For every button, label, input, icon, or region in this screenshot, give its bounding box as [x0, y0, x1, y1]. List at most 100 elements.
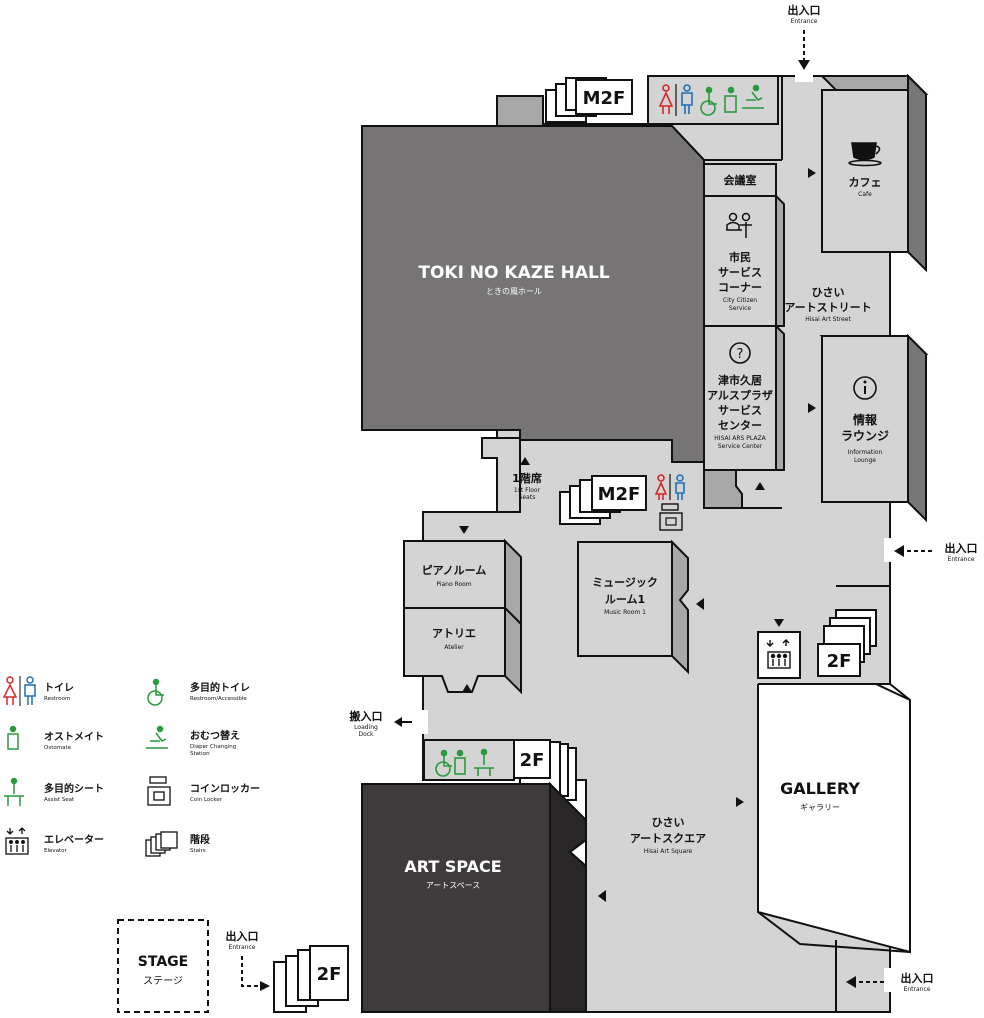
service-center-line1: 津市久居	[718, 373, 762, 387]
art-space[interactable]	[361, 783, 551, 1013]
top-entrance-label: 出入口	[788, 3, 821, 17]
atelier-name: アトリエ	[432, 627, 476, 640]
gallery-arrow	[736, 797, 744, 807]
cafe[interactable]	[821, 89, 909, 253]
legend-0-ja: トイレ	[44, 682, 74, 694]
bottom-entrance-sub: Entrance	[904, 986, 931, 993]
stairs-2f-stage[interactable]: 2F	[273, 945, 349, 1013]
gallery-name: GALLERY	[780, 779, 860, 798]
square-sub: Hisai Art Square	[644, 848, 693, 855]
legend-4-ja: 多目的トイレ	[190, 681, 250, 694]
hall-seat-notch	[481, 437, 521, 513]
stage-sub: ステージ	[143, 976, 183, 987]
legend-3-en: Elevator	[44, 848, 68, 854]
music-line2: ルーム1	[605, 593, 645, 606]
art-space-name: ART SPACE	[404, 857, 501, 876]
legend-5-en: Diaper Changing	[190, 744, 236, 750]
legend-elevator-icon	[5, 827, 29, 855]
stairs-2f-stage-label: 2F	[317, 964, 342, 985]
stage[interactable]	[117, 919, 209, 1013]
street-sub: Hisai Art Street	[805, 316, 851, 323]
service-center-line4: センター	[718, 419, 762, 432]
legend-stairs-icon	[145, 831, 178, 857]
elevator-icon	[766, 639, 791, 669]
legend-assist-seat-icon	[4, 777, 24, 806]
square-line2: アートスクエア	[630, 832, 706, 845]
legend: トイレ Restroom オストメイト Ostomate 多目的シート Assi…	[2, 676, 260, 857]
citizen-line1: 市民	[729, 250, 751, 264]
music-line1: ミュージック	[592, 576, 658, 589]
legend-1-en: Ostomate	[44, 745, 72, 751]
seats-sub1: 1st Floor	[514, 487, 541, 494]
meeting-name: 会議室	[724, 173, 757, 187]
question-icon: ?	[729, 342, 751, 364]
legend-6-ja: コインロッカー	[190, 783, 260, 795]
right-entrance-label: 出入口	[945, 541, 978, 555]
legend-ostomate-icon	[7, 725, 19, 750]
legend-2-en: Assist Seat	[44, 797, 75, 803]
stage-entrance-label: 出入口	[226, 929, 259, 943]
piano-arrow	[459, 526, 469, 534]
service-center-sub1: HISAI ARS PLAZA	[714, 435, 766, 442]
art-space-side	[549, 781, 587, 1013]
citizen-sub2: Service	[729, 305, 751, 312]
service-center-arrow	[755, 482, 765, 490]
right-entrance-sub: Entrance	[948, 556, 975, 563]
stage-name: STAGE	[138, 954, 188, 970]
stairs-m2f-top[interactable]: M2F	[545, 77, 633, 123]
citizen-sub1: City Citizen	[723, 297, 757, 304]
top-entrance-gap	[795, 70, 813, 82]
legend-accessible-restroom-icon	[147, 678, 164, 706]
info-icon	[853, 376, 877, 400]
citizen-service-icon	[726, 212, 752, 238]
square-line1: ひさい	[652, 816, 685, 829]
piano-room[interactable]	[403, 540, 506, 609]
cafe-arrow	[808, 168, 816, 178]
top-restroom-icons	[658, 84, 764, 116]
atelier-sub: Atelier	[444, 644, 464, 651]
stairs-2f-gallery[interactable]: 2F	[817, 609, 877, 677]
legend-2-ja: 多目的シート	[44, 782, 104, 795]
mid-coin-locker-icon	[659, 503, 683, 531]
information-lounge[interactable]	[821, 335, 909, 503]
legend-5-ja: おむつ替え	[190, 729, 240, 742]
service-center-side	[775, 323, 785, 471]
stairs-2f-lower-label: 2F	[520, 750, 545, 771]
service-center[interactable]	[703, 325, 777, 471]
lower-accessible-icons	[435, 748, 494, 777]
svg-text:?: ?	[737, 347, 744, 362]
service-center-sub2: Service Center	[718, 443, 763, 450]
citizen-line3: コーナー	[718, 281, 762, 294]
elevator-arrow	[774, 619, 784, 627]
bottom-entrance-gap	[884, 968, 896, 992]
coffee-cup-icon	[848, 142, 882, 167]
stairs-m2f-middle[interactable]: M2F	[559, 475, 647, 525]
right-entrance-gap	[884, 538, 896, 562]
art-space-sub: アートスペース	[426, 881, 481, 890]
legend-7-en: Stairs	[190, 848, 206, 854]
cafe-side	[907, 73, 927, 273]
meeting-room[interactable]	[703, 163, 777, 197]
legend-restroom-icon	[2, 676, 36, 706]
legend-6-en: Coin Locker	[190, 797, 223, 803]
gallery-sub: ギャラリー	[800, 803, 840, 812]
legend-7-ja: 階段	[190, 833, 210, 846]
stairs-m2f-middle-label: M2F	[598, 484, 641, 505]
info-line1: 情報	[853, 412, 878, 427]
loading-sub2: Dock	[358, 731, 374, 738]
info-arrow	[808, 403, 816, 413]
gallery[interactable]	[758, 684, 910, 952]
seats-name: 1階席	[512, 471, 542, 485]
piano-sub: Piano Room	[436, 581, 471, 588]
lower-restroom-block	[423, 739, 515, 781]
music-room-1[interactable]	[577, 541, 673, 657]
stage-entrance-sub: Entrance	[229, 944, 256, 951]
citizen-service[interactable]	[703, 195, 777, 327]
atelier-arrow	[462, 684, 472, 692]
cafe-name: カフェ	[849, 176, 882, 189]
atelier-side	[504, 605, 522, 695]
street-line1: ひさい	[812, 286, 845, 299]
cafe-sub: Cafe	[858, 191, 872, 198]
legend-3-ja: エレベーター	[44, 834, 104, 846]
